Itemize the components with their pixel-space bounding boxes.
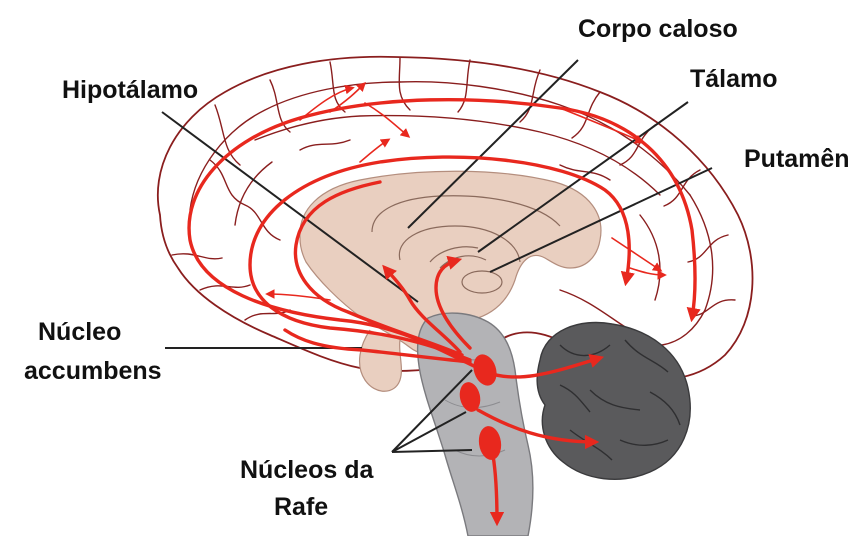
- label-nucleos-rafe-2: Rafe: [274, 493, 328, 521]
- label-talamo: Tálamo: [690, 65, 778, 93]
- label-putamen: Putamên: [744, 145, 850, 173]
- label-corpo-caloso: Corpo caloso: [578, 15, 738, 43]
- label-hipotalamo: Hipotálamo: [62, 76, 198, 104]
- label-nucleos-rafe-1: Núcleos da: [240, 456, 374, 484]
- label-nucleo-accumbens-1: Núcleo: [38, 318, 121, 346]
- label-nucleo-accumbens-2: accumbens: [24, 357, 162, 385]
